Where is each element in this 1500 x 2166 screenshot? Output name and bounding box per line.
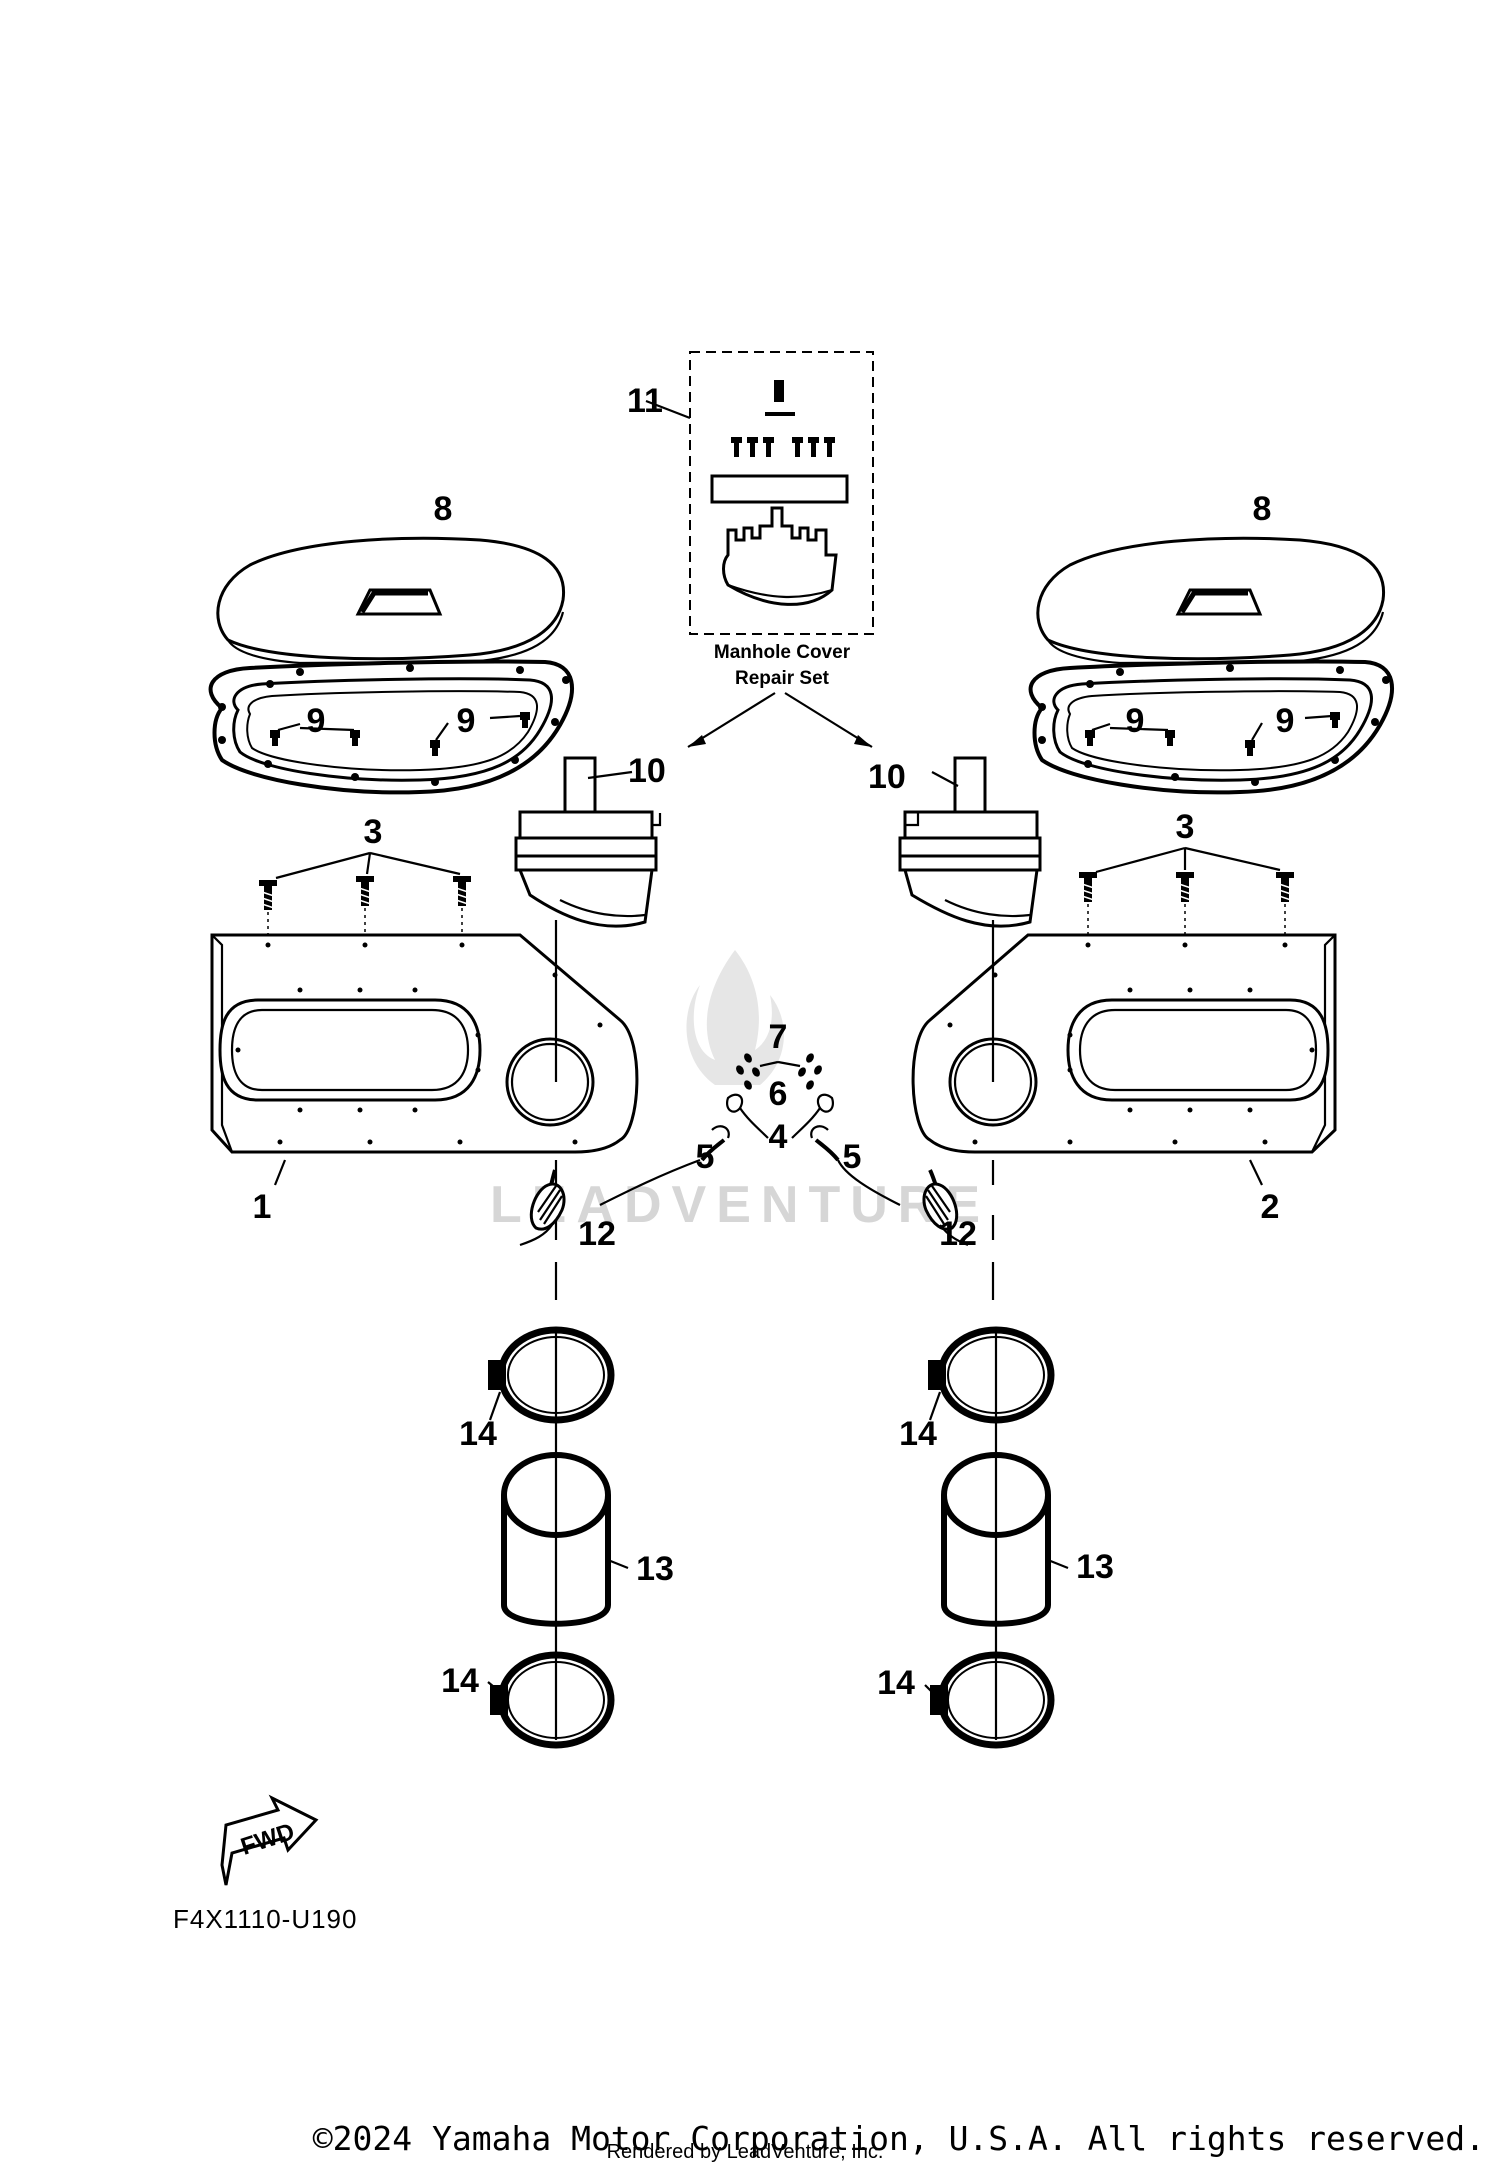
hose-clamp-14-left-top <box>488 1326 615 1470</box>
callout-5-right: 5 <box>843 1138 862 1176</box>
callout-10-right: 10 <box>868 758 906 796</box>
callout-13-left: 13 <box>636 1550 674 1588</box>
callout-8-left: 8 <box>434 490 453 528</box>
callout-9-d: 9 <box>1276 702 1295 740</box>
diagram-code: F4X1110-U190 <box>173 1904 357 1934</box>
inspection-cup-left <box>514 756 662 928</box>
flame-logo-watermark <box>686 950 784 1085</box>
callout-13-right: 13 <box>1076 1548 1114 1586</box>
manhole-cover-right <box>1036 536 1386 665</box>
callout-3-right: 3 <box>1176 808 1195 846</box>
callout-10-left: 10 <box>628 752 666 790</box>
cord-12-right <box>837 1159 969 1247</box>
callout-9-a: 9 <box>307 702 326 740</box>
callout-2: 2 <box>1261 1188 1280 1226</box>
callout-12-right: 12 <box>939 1215 977 1253</box>
clips-5-left <box>700 1125 730 1162</box>
callout-12-left: 12 <box>578 1215 616 1253</box>
manhole-ring-right <box>1028 659 1394 795</box>
kit-label-line1: Manhole Cover <box>714 642 851 663</box>
tapping-screws-3-left <box>259 876 471 910</box>
cord-12-left <box>519 1158 701 1247</box>
repair-set-kit: Manhole Cover Repair Set <box>689 351 874 689</box>
rendered-by-credit: Rendered by LeadVenture, Inc. <box>607 2141 884 2163</box>
fwd-arrow-icon: FWD <box>220 1794 319 1886</box>
hose-13-right <box>941 1452 1051 1740</box>
right-assembly <box>810 536 1394 1300</box>
hose-clamp-14-left-bottom <box>490 1651 615 1749</box>
panel-2-right <box>911 933 1337 1154</box>
kit-label-line2: Repair Set <box>735 668 830 689</box>
left-assembly <box>208 536 730 1300</box>
screws-9-right <box>1085 712 1340 756</box>
manhole-ring-left <box>208 659 574 795</box>
small-parts-4-6-7 <box>726 1053 834 1139</box>
callout-1: 1 <box>253 1188 272 1226</box>
callout-3-left: 3 <box>364 813 383 851</box>
callout-14-c: 14 <box>441 1662 479 1700</box>
hose-13-left <box>501 1452 611 1740</box>
callouts: 11 8 8 9 9 9 9 10 10 3 3 7 6 4 5 5 1 2 1… <box>253 382 1295 1702</box>
callout-7: 7 <box>769 1018 788 1056</box>
callout-4: 4 <box>769 1118 788 1156</box>
manhole-cover-left <box>216 536 566 665</box>
panel-1-left <box>210 933 639 1154</box>
callout-5-left: 5 <box>696 1138 715 1176</box>
screws-9-left <box>270 712 530 756</box>
hose-clamp-14-right-top <box>928 1326 1055 1470</box>
callout-9-b: 9 <box>457 702 476 740</box>
tapping-screws-3-right <box>1079 872 1294 902</box>
callout-6: 6 <box>769 1075 788 1113</box>
callout-14-d: 14 <box>877 1664 915 1702</box>
copyright-notice: ©2024 Yamaha Motor Corporation, U.S.A. A… <box>313 2119 1485 2158</box>
callout-8-right: 8 <box>1253 490 1272 528</box>
hose-clamp-14-right-bottom <box>930 1651 1055 1749</box>
callout-14-b: 14 <box>899 1415 937 1453</box>
callout-11: 11 <box>627 382 663 420</box>
callout-9-c: 9 <box>1126 702 1145 740</box>
callout-14-a: 14 <box>459 1415 497 1453</box>
inspection-cup-right <box>898 756 1042 928</box>
clips-5-right <box>810 1125 840 1162</box>
